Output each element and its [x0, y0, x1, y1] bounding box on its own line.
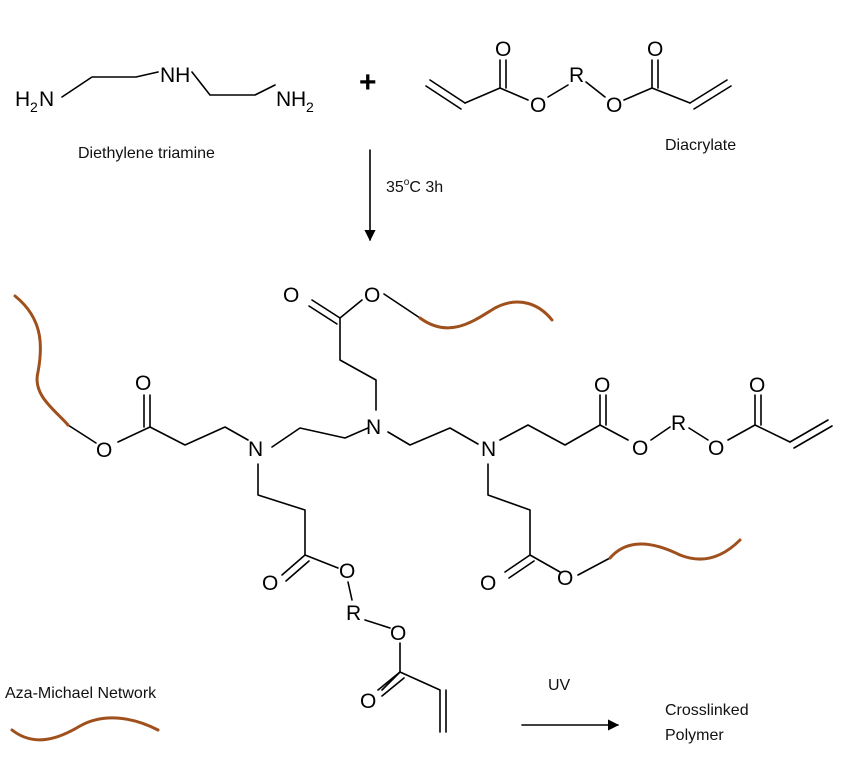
diacrylate-carbonyl-right: [651, 59, 659, 89]
network-r-o-right: [688, 427, 709, 441]
polymer-chain-lower-right: [608, 538, 742, 561]
network-arm-top-carbonyl: [308, 299, 341, 325]
diacrylate-vinyl-right: [689, 79, 728, 104]
polymer-chain-top: [418, 300, 554, 330]
diacrylate-r-group: R: [569, 64, 584, 87]
diacrylate-o-carbonyl-left: O: [495, 38, 511, 61]
network-backbone-left: [271, 427, 369, 448]
network-n-left: N: [248, 438, 263, 461]
diacrylate-r-o-right: [585, 81, 606, 98]
network-o-r-right: [650, 426, 671, 441]
network-arm-lower-right-ester-bond: [577, 557, 611, 576]
network-o-right-ester: O: [632, 437, 648, 460]
amine-h2-right: H: [291, 88, 306, 111]
diacrylate-o-carbonyl-right: O: [647, 38, 663, 61]
network-n-center: N: [366, 416, 381, 439]
diacrylate-vinyl-left: [429, 79, 466, 104]
network-o-lower-right-carbonyl: O: [480, 572, 496, 595]
network-arm-lower-left-carbonyl: [281, 554, 310, 582]
network-o-lower-left-carbonyl: O: [262, 572, 278, 595]
network-n-right: N: [481, 438, 496, 461]
polymer-chains: [13, 294, 742, 561]
network-o-top-ester: O: [364, 284, 380, 307]
plus-sign: +: [359, 66, 377, 99]
network-o-left-carbonyl: O: [135, 372, 151, 395]
conditions-time: C 3h: [409, 179, 443, 196]
network-o-right-carbonyl: O: [594, 374, 610, 397]
diacrylate-carbonyl-left: [499, 59, 507, 89]
network-r-o-lower: [364, 619, 391, 629]
aza-michael-network-structure: N N N O O O O O O R O O O O R O: [67, 284, 833, 733]
network-right-acryl-vinyl: [789, 419, 833, 449]
network-o-lower-left-ester: O: [339, 560, 355, 583]
diacrylate-o-r-left: [547, 84, 569, 98]
legend-label: Aza-Michael Network: [5, 685, 157, 702]
amine-subscript-left: 2: [30, 99, 38, 115]
network-o-r-lower: [347, 581, 353, 601]
amine-n-left: N: [39, 88, 54, 111]
network-o-right-ester2: O: [708, 437, 724, 460]
network-right-acryl-carbonyl: [754, 394, 762, 426]
network-o-lower-right-ester: O: [557, 567, 573, 590]
network-arm-lower-right-carbonyl: [504, 554, 535, 579]
conditions-temp: 35: [386, 179, 404, 196]
uv-label: UV: [548, 677, 571, 694]
diacrylate-structure: O O R O O: [425, 38, 732, 117]
network-o-lower-ester2: O: [390, 622, 406, 645]
network-arm-left: [117, 426, 249, 446]
network-arm-right-carbonyl: [599, 394, 607, 426]
diacrylate-o-ester-left: O: [530, 94, 546, 117]
network-arm-lower-right: [487, 463, 561, 573]
network-lower-acryl-carbonyl: [377, 671, 405, 697]
diethylene-triamine-structure: H 2 N NH N H 2: [15, 64, 314, 115]
diacrylate-vinyl-left-double: [425, 85, 462, 110]
reactant1-label: Diethylene triamine: [78, 145, 215, 162]
amine-n-right: N: [276, 88, 291, 111]
amine-h2-left: H: [15, 88, 30, 111]
network-o-right-acryl-carbonyl: O: [749, 374, 765, 397]
product-label-line2: Polymer: [665, 727, 724, 744]
diacrylate-backbone-left: [464, 87, 529, 104]
network-lower-acryl-vinyl: [399, 671, 447, 733]
reactant2-label: Diacrylate: [665, 137, 736, 154]
amine-nh-center: NH: [160, 64, 190, 87]
network-arm-left-ester-bond: [67, 424, 97, 444]
dien-bond-right: [191, 71, 276, 96]
network-right-acryl-backbone: [727, 424, 791, 443]
diacrylate-o-ester-right: O: [606, 94, 622, 117]
network-r-lower: R: [346, 602, 361, 625]
network-arm-left-carbonyl: [143, 394, 151, 428]
network-r-right: R: [671, 412, 686, 435]
network-o-left-ester: O: [96, 439, 112, 462]
product-label-line1: Crosslinked: [665, 702, 749, 719]
diacrylate-vinyl-right-double: [693, 85, 732, 110]
dien-bond-left: [61, 71, 159, 98]
legend-chain-swatch: [10, 716, 160, 742]
network-arm-lower-left: [257, 463, 339, 569]
polymer-chain-left: [13, 294, 70, 427]
network-o-lower-acryl-carbonyl: O: [360, 690, 376, 713]
network-arm-top: [339, 299, 377, 411]
diacrylate-backbone-right: [623, 87, 691, 104]
network-backbone-right: [387, 427, 479, 446]
network-o-top-carbonyl: O: [283, 284, 299, 307]
network-arm-top-ester-bond: [383, 293, 421, 319]
network-arm-right: [499, 424, 629, 446]
conditions-degree: o: [404, 177, 410, 188]
conditions-label: 35oC 3h: [386, 177, 443, 196]
amine-subscript-right: 2: [306, 99, 314, 115]
